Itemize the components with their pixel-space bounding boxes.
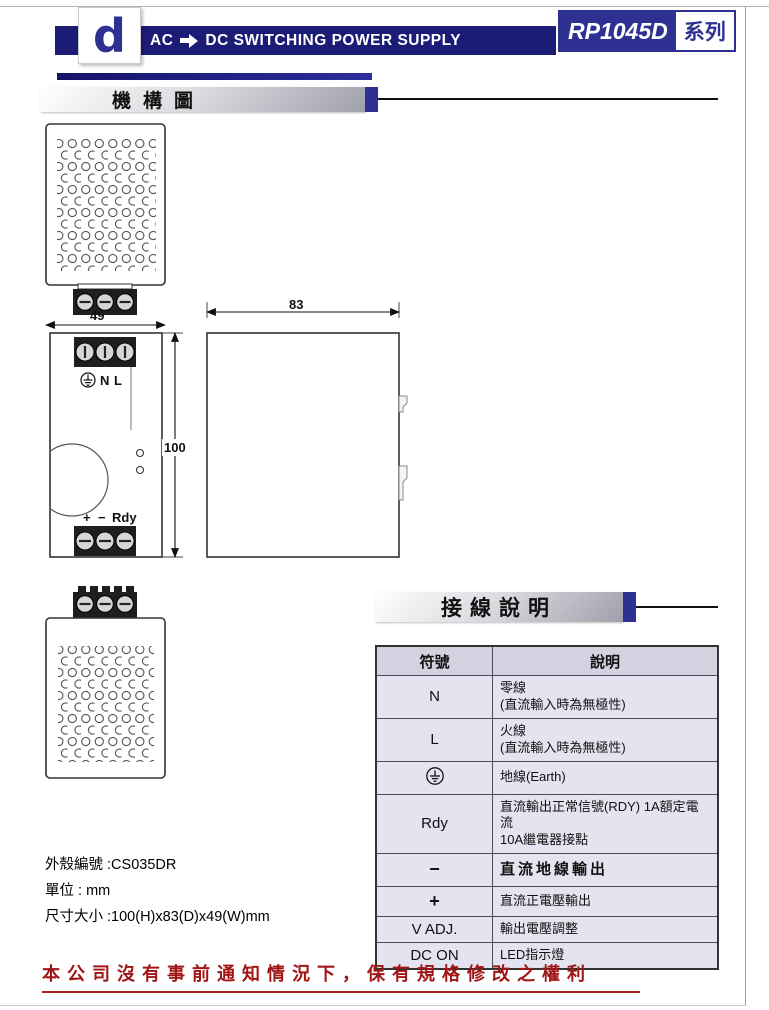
width-dimension-label: 49: [90, 308, 104, 323]
brand-logo: d: [78, 7, 141, 64]
terminal-block-output: [74, 526, 136, 556]
symbol-cell: L: [375, 717, 493, 762]
description-cell: 地線(Earth): [492, 760, 719, 795]
knockout-circle: [51, 443, 109, 517]
bottom-view-drawing: [45, 586, 166, 779]
section-wiring-accent-square: [623, 592, 636, 622]
description-cell: 零線 (直流輸入時為無極性): [492, 675, 719, 719]
label-neutral: N: [100, 373, 109, 388]
label-plus: +: [83, 510, 91, 525]
section-mechanism-rule: [378, 98, 718, 100]
column-header-description: 說明: [492, 645, 719, 676]
side-view-drawing: 83: [206, 297, 408, 558]
terminal-block-input: [74, 337, 136, 367]
header-title-dc: DC SWITCHING POWER SUPPLY: [205, 31, 462, 49]
model-badge: RP1045D 系列: [558, 10, 736, 52]
case-notes: 外殼編號 :CS035DR 單位 : mm 尺寸大小 :100(H)x83(D)…: [45, 852, 270, 930]
header-title: AC DC SWITCHING POWER SUPPLY: [150, 32, 461, 50]
section-mechanism-title: 機構圖: [112, 91, 206, 112]
table-row: V ADJ.輸出電壓調整: [375, 915, 719, 943]
right-arrow-icon: [180, 33, 199, 48]
terminal-block-top-view: [73, 283, 137, 315]
earth-ground-icon: [80, 372, 96, 388]
table-header-row: 符號 說明: [375, 645, 719, 676]
section-wiring-title: 接線說明: [441, 597, 557, 620]
description-cell: 火線 (直流輸入時為無極性): [492, 717, 719, 762]
note-case-number: 外殼編號 :CS035DR: [45, 857, 177, 873]
symbol-cell: [375, 760, 493, 795]
symbol-cell: N: [375, 675, 493, 719]
symbol-cell: DC ON: [375, 941, 493, 970]
model-number: RP1045D: [560, 12, 676, 50]
description-cell: 直流地線輸出: [492, 853, 719, 887]
height-dimension-label: 100: [164, 440, 186, 455]
wiring-table-head: 符號 說明: [375, 645, 719, 676]
logo-letter: d: [93, 8, 126, 63]
description-cell: 輸出電壓調整: [492, 915, 719, 943]
section-wiring-rule: [636, 606, 718, 608]
description-cell: 直流輸出正常信號(RDY) 1A額定電流 10A繼電器接點: [492, 793, 719, 855]
series-label: 系列: [683, 21, 726, 44]
depth-dimension: 83: [206, 297, 400, 318]
header-accent-bar: [57, 73, 372, 80]
table-row: −直流地線輸出: [375, 853, 719, 887]
terminal-block-bottom-view: [73, 586, 137, 618]
label-minus: −: [98, 510, 106, 525]
top-view-drawing: 49: [45, 123, 166, 329]
height-dimension: 100: [162, 332, 191, 558]
earth-ground-icon: [425, 766, 444, 785]
arrow-shaft: [180, 38, 190, 43]
ventilation-holes: [58, 646, 154, 762]
adjust-hole: [135, 448, 145, 458]
description-cell: 直流正電壓輸出: [492, 885, 719, 917]
footer-disclaimer: 本公司沒有事前通知情況下，保有規格修改之權利: [42, 960, 640, 993]
header-title-ac: AC: [150, 31, 174, 49]
led-hole: [135, 465, 145, 475]
column-header-symbol: 符號: [375, 645, 493, 676]
width-dimension: 49: [45, 308, 166, 329]
arrow-head: [189, 33, 199, 48]
symbol-cell: −: [375, 853, 493, 887]
section-wiring-header: 接線說明: [375, 592, 623, 622]
page-edge-right: [745, 6, 746, 1005]
label-rdy: Rdy: [112, 510, 137, 525]
table-row: +直流正電壓輸出: [375, 885, 719, 917]
symbol-cell: Rdy: [375, 793, 493, 855]
depth-dimension-label: 83: [289, 297, 303, 312]
symbol-cell: +: [375, 885, 493, 917]
din-rail-clip: [398, 395, 408, 501]
description-cell: LED指示燈: [492, 941, 719, 970]
table-row: 地線(Earth): [375, 760, 719, 795]
page-edge-top: [0, 6, 769, 7]
note-dimensions: 尺寸大小 :100(H)x83(D)x49(W)mm: [45, 909, 270, 925]
label-line: L: [114, 373, 122, 388]
ventilation-holes: [57, 139, 156, 271]
front-view-drawing: N L + − Rdy 100: [49, 332, 191, 558]
section-mechanism-accent-square: [365, 87, 378, 112]
symbol-cell: V ADJ.: [375, 915, 493, 943]
page-edge-bottom: [0, 1005, 746, 1006]
section-mechanism-header: 機構圖: [40, 87, 365, 112]
note-unit: 單位 : mm: [45, 883, 111, 899]
